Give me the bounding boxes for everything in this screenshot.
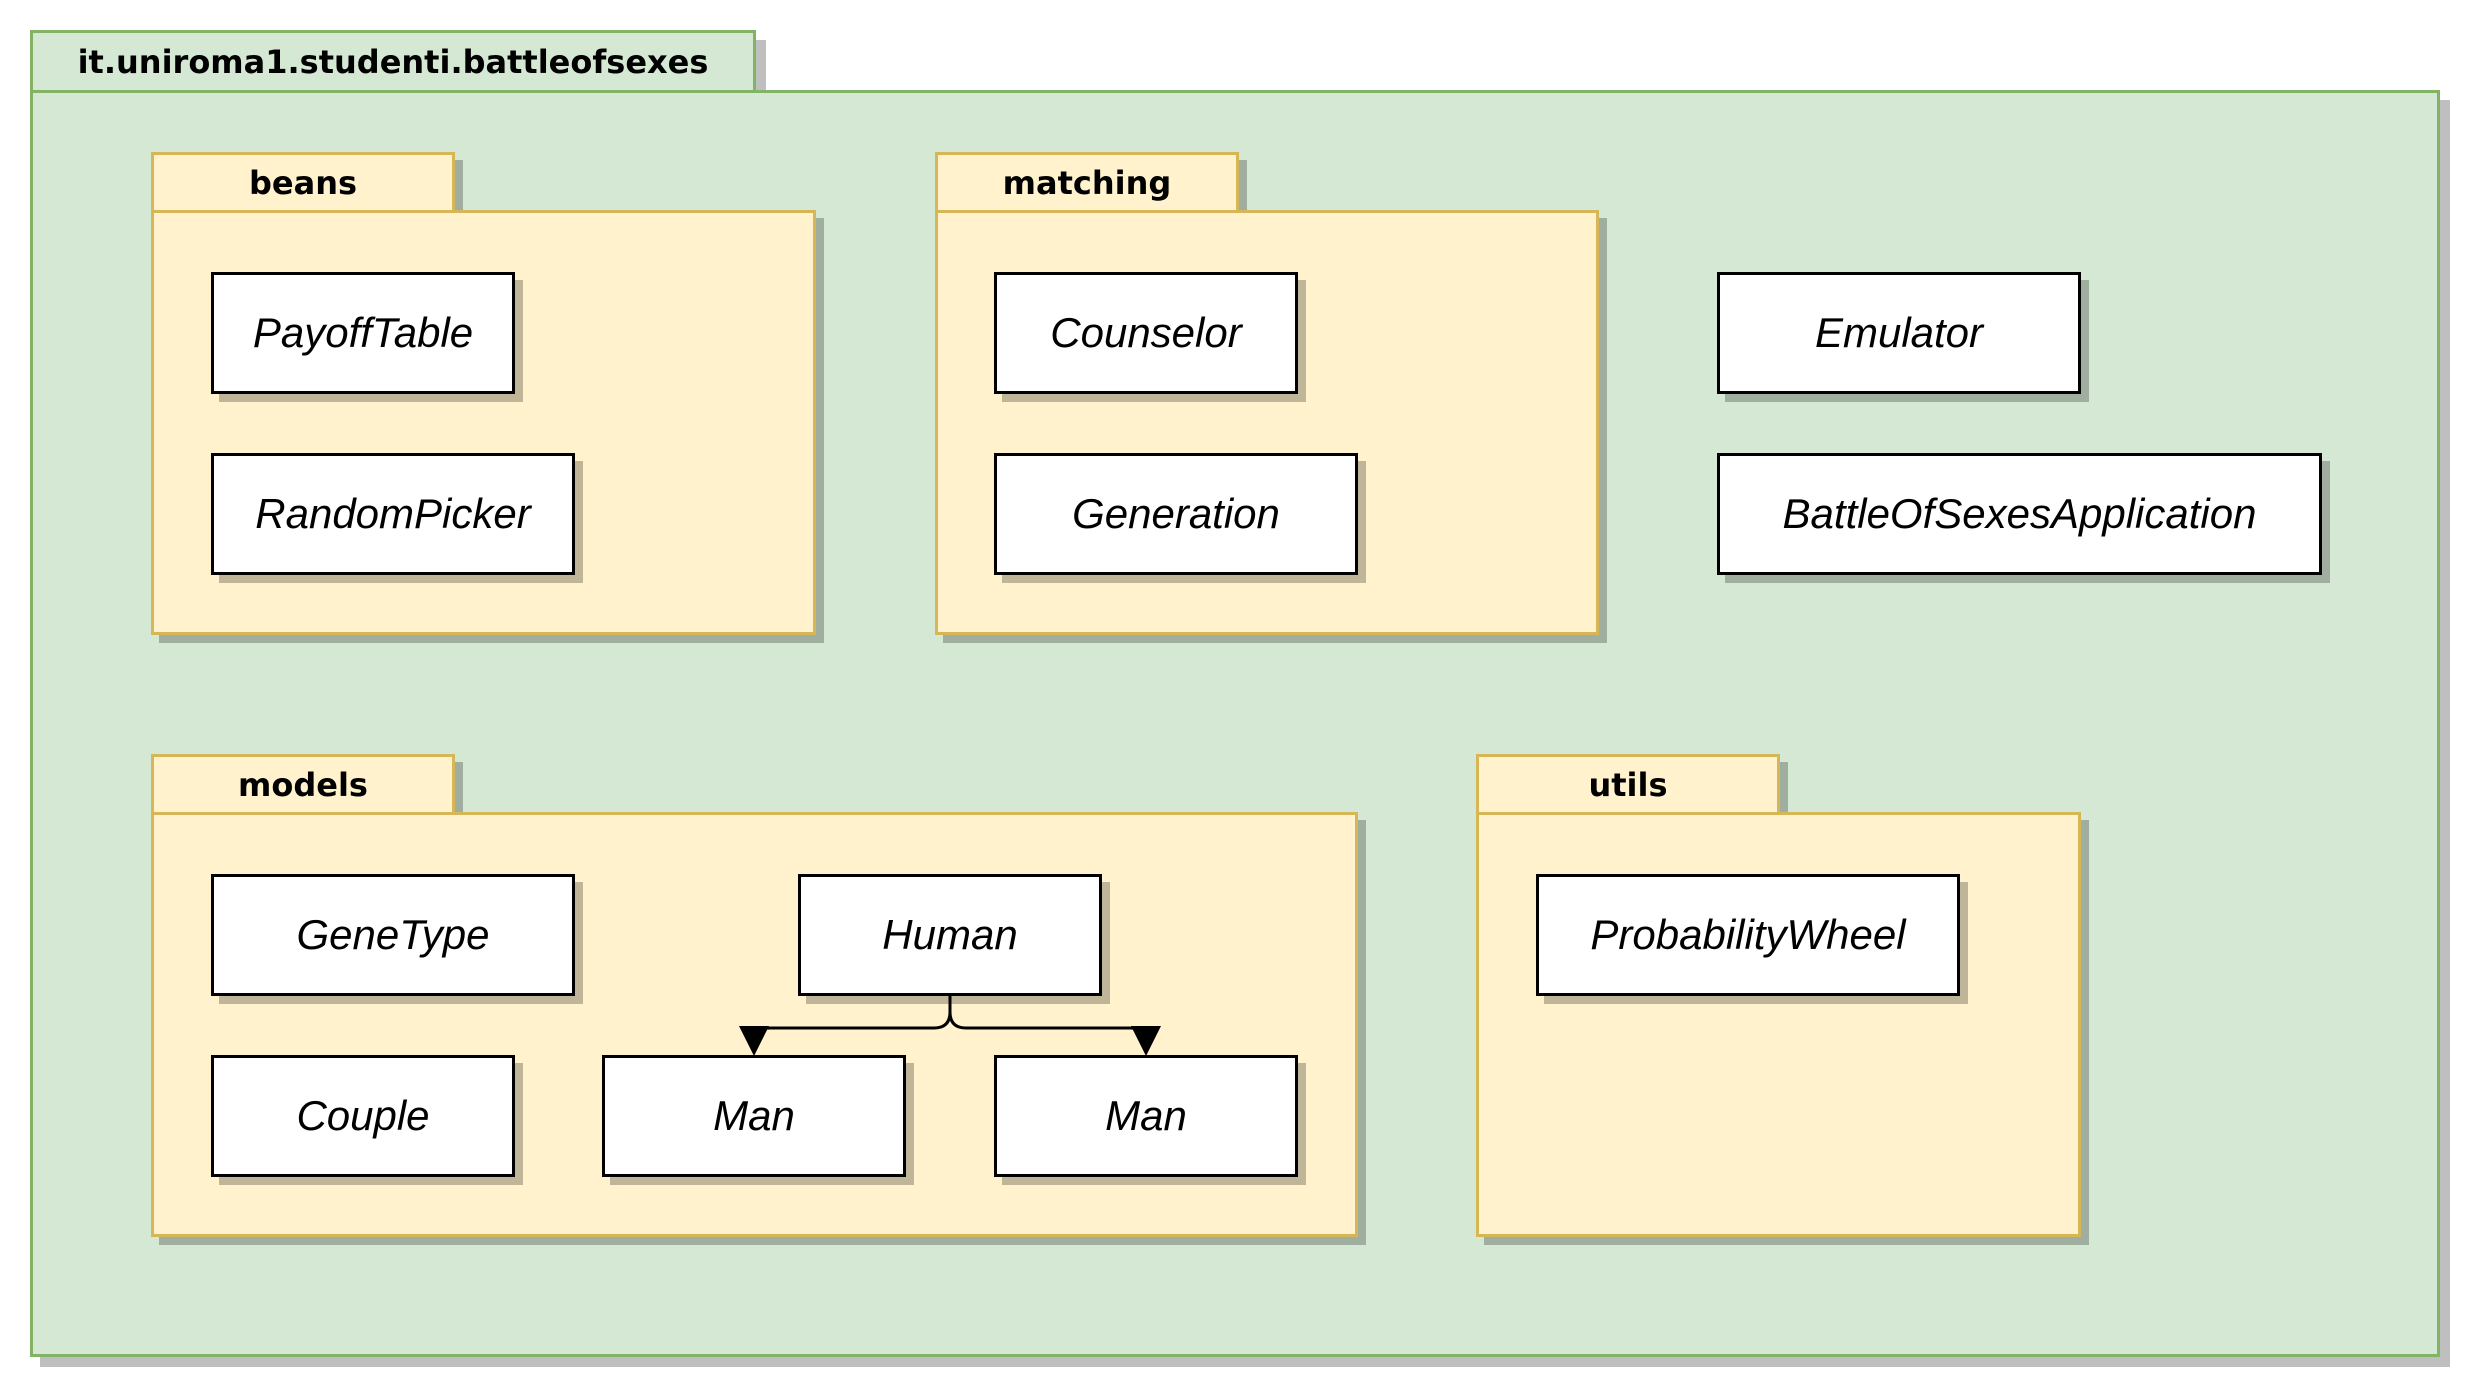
class-payoff-table[interactable]: PayoffTable bbox=[211, 272, 515, 394]
package-models-tab bbox=[151, 754, 455, 815]
package-matching-label: matching bbox=[1002, 163, 1172, 202]
class-man-right[interactable]: Man bbox=[994, 1055, 1298, 1177]
class-couple[interactable]: Couple bbox=[211, 1055, 515, 1177]
class-probability-wheel[interactable]: ProbabilityWheel bbox=[1536, 874, 1960, 996]
class-emulator[interactable]: Emulator bbox=[1717, 272, 2081, 394]
class-battle-of-sexes-application[interactable]: BattleOfSexesApplication bbox=[1717, 453, 2322, 575]
class-generation[interactable]: Generation bbox=[994, 453, 1358, 575]
class-man-left[interactable]: Man bbox=[602, 1055, 906, 1177]
class-human[interactable]: Human bbox=[798, 874, 1102, 996]
package-beans-tab bbox=[151, 152, 455, 213]
package-models-label: models bbox=[238, 765, 368, 804]
class-counselor[interactable]: Counselor bbox=[994, 272, 1298, 394]
root-package-label: it.uniroma1.studenti.battleofsexes bbox=[77, 42, 709, 81]
class-gene-type[interactable]: GeneType bbox=[211, 874, 575, 996]
package-utils-tab bbox=[1476, 754, 1780, 815]
package-utils-label: utils bbox=[1588, 765, 1668, 804]
package-beans-label: beans bbox=[248, 163, 358, 202]
root-package-tab bbox=[30, 30, 756, 93]
package-matching-tab bbox=[935, 152, 1239, 213]
class-random-picker[interactable]: RandomPicker bbox=[211, 453, 575, 575]
